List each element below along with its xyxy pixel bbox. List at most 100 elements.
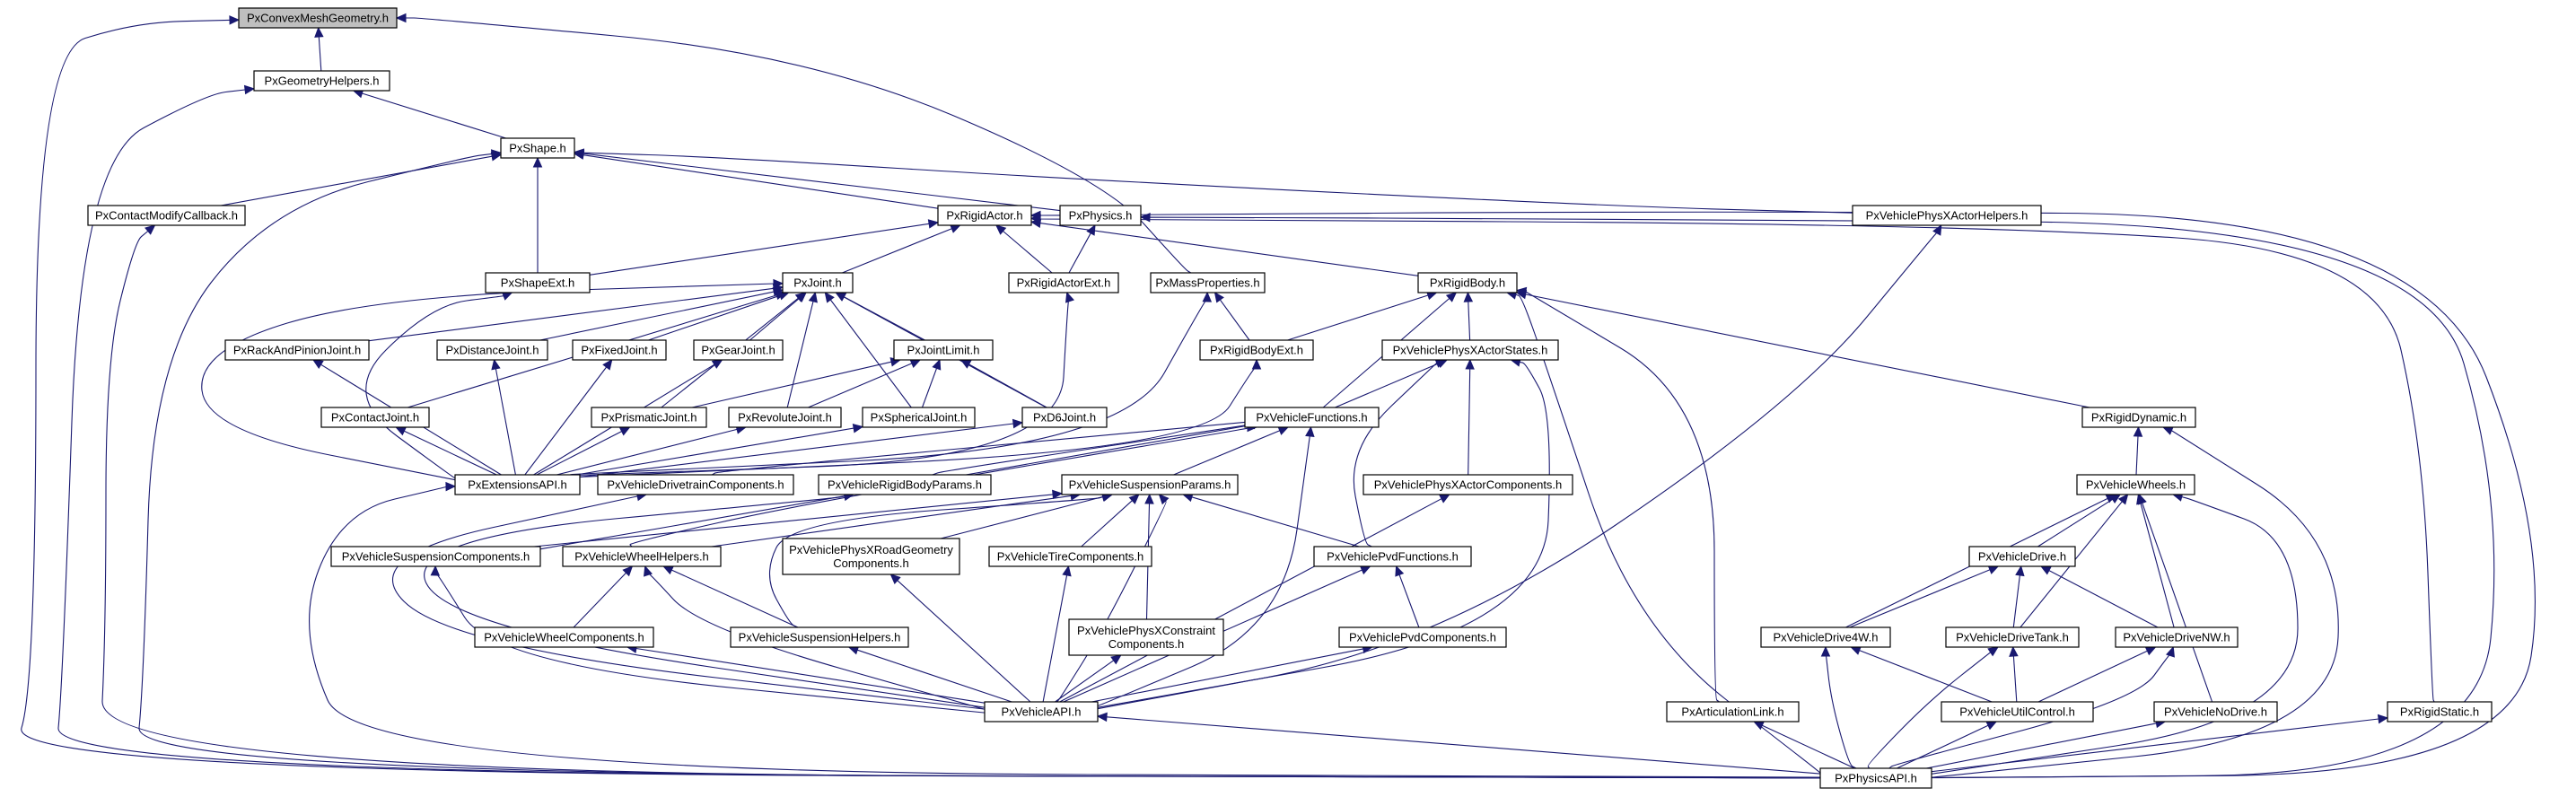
arrowhead	[2015, 565, 2025, 577]
node-revolute[interactable]: PxRevoluteJoint.h	[728, 407, 842, 428]
node-prismatic[interactable]: PxPrismaticJoint.h	[591, 407, 707, 428]
node-vtirecomp[interactable]: PxVehicleTireComponents.h	[988, 546, 1152, 567]
edge-line	[1003, 231, 1053, 274]
node-vwheelcomp[interactable]: PxVehicleWheelComponents.h	[474, 626, 654, 648]
node-rackpinion[interactable]: PxRackAndPinionJoint.h	[224, 339, 370, 361]
node-vwheelhelpers[interactable]: PxVehicleWheelHelpers.h	[562, 546, 722, 567]
node-extensions[interactable]: PxExtensionsAPI.h	[454, 474, 581, 495]
edge-line	[101, 231, 1821, 779]
node-articulation[interactable]: PxArticulationLink.h	[1666, 701, 1800, 723]
node-rigidbody[interactable]: PxRigidBody.h	[1417, 272, 1518, 293]
node-vwheels[interactable]: PxVehicleWheels.h	[2076, 474, 2195, 495]
node-distance[interactable]: PxDistanceJoint.h	[436, 339, 548, 361]
node-rigidbodyext[interactable]: PxRigidBodyExt.h	[1199, 339, 1314, 361]
edge-physicsapi-to-vdrive4w	[1820, 645, 1857, 769]
node-vutilcontrol[interactable]: PxVehicleUtilControl.h	[1941, 701, 2094, 723]
arrowhead	[1251, 358, 1262, 370]
node-fixed[interactable]: PxFixedJoint.h	[572, 339, 667, 361]
arrowhead	[2117, 494, 2129, 505]
node-vdrivetraincomp[interactable]: PxVehicleDrivetrainComponents.h	[597, 474, 794, 495]
arrowhead	[314, 26, 324, 38]
edge-line	[2012, 655, 2018, 703]
edge-line	[1525, 293, 2090, 408]
arrowhead	[573, 148, 584, 158]
node-box	[320, 407, 430, 428]
node-shapeext[interactable]: PxShapeExt.h	[485, 272, 591, 293]
node-vfunctions[interactable]: PxVehicleFunctions.h	[1244, 407, 1380, 428]
node-vsuspparams[interactable]: PxVehicleSuspensionParams.h	[1061, 474, 1239, 495]
node-vdrivetank[interactable]: PxVehicleDriveTank.h	[1945, 626, 2080, 648]
arrowhead	[2133, 425, 2143, 437]
node-vpxactorhelpers[interactable]: PxVehiclePhysXActorHelpers.h	[1852, 205, 2042, 226]
node-d6[interactable]: PxD6Joint.h	[1021, 407, 1108, 428]
arrowhead	[395, 13, 407, 23]
node-shape[interactable]: PxShape.h	[500, 137, 575, 159]
edge-line	[1825, 652, 1857, 769]
node-vdrive4w[interactable]: PxVehicleDrive4W.h	[1760, 626, 1891, 648]
node-vpvdfunctions[interactable]: PxVehiclePvdFunctions.h	[1313, 546, 1472, 567]
node-box	[1068, 618, 1224, 656]
node-vsuspcomp[interactable]: PxVehicleSuspensionComponents.h	[330, 546, 541, 567]
node-geomhelpers[interactable]: PxGeometryHelpers.h	[253, 70, 390, 92]
node-vpxactorstates[interactable]: PxVehiclePhysXActorStates.h	[1381, 339, 1559, 361]
node-physicsapi[interactable]: PxPhysicsAPI.h	[1819, 767, 1932, 789]
node-spherical[interactable]: PxSphericalJoint.h	[862, 407, 976, 428]
edge-shapeext-to-rigidactor	[589, 219, 940, 276]
edge-massprops-to-convexmesh	[395, 13, 1192, 274]
node-vpxactorcomp[interactable]: PxVehiclePhysXActorComponents.h	[1362, 474, 1573, 495]
edge-physicsapi-to-contactmodify	[101, 224, 1821, 779]
node-label: PxPrismaticJoint.h	[601, 411, 697, 425]
edge-vapi-to-vsuspcomp	[430, 565, 985, 714]
node-rigidactorext[interactable]: PxRigidActorExt.h	[1008, 272, 1119, 293]
node-box	[330, 546, 541, 567]
node-vapi[interactable]: PxVehicleAPI.h	[984, 701, 1099, 723]
node-vsusphelpers[interactable]: PxVehicleSuspensionHelpers.h	[730, 626, 909, 648]
edge-physicsapi-to-geomhelpers	[57, 84, 1821, 779]
edge-vutilcontrol-to-vdrive4w	[1850, 645, 1993, 703]
arrowhead	[1850, 645, 1862, 655]
arrowhead	[889, 574, 901, 585]
node-label: PxGearJoint.h	[701, 344, 775, 357]
node-rigidactor[interactable]: PxRigidActor.h	[937, 205, 1032, 226]
node-box	[730, 626, 909, 648]
edge-physicsapi-to-rigidstatic	[1931, 714, 2389, 773]
node-convexmesh[interactable]: PxConvexMeshGeometry.h	[238, 7, 398, 29]
node-vrigidbodyparams[interactable]: PxVehicleRigidBodyParams.h	[818, 474, 992, 495]
node-contactmodify[interactable]: PxContactModifyCallback.h	[87, 205, 246, 226]
node-vnodrive[interactable]: PxVehicleNoDrive.h	[2153, 701, 2278, 723]
node-massprops[interactable]: PxMassProperties.h	[1150, 272, 1266, 293]
edge-line	[1897, 724, 1989, 769]
node-physics[interactable]: PxPhysics.h	[1059, 205, 1142, 226]
edge-line	[2012, 574, 2020, 628]
node-label: PxVehicleWheelHelpers.h	[574, 550, 709, 564]
node-gear[interactable]: PxGearJoint.h	[693, 339, 784, 361]
node-rigiddynamic[interactable]: PxRigidDynamic.h	[2081, 407, 2196, 428]
edge-line	[2140, 503, 2175, 628]
node-vdrivenw[interactable]: PxVehicleDriveNW.h	[2115, 626, 2239, 648]
node-rigidstatic[interactable]: PxRigidStatic.h	[2387, 701, 2493, 723]
edge-line	[1287, 294, 1429, 341]
arrowhead	[1463, 291, 1474, 302]
edge-line	[691, 361, 892, 408]
arrowhead	[824, 292, 835, 303]
edge-extensions-to-d6	[579, 418, 1024, 477]
node-box	[87, 205, 246, 226]
arrowhead	[1820, 645, 1831, 657]
node-joint[interactable]: PxJoint.h	[782, 272, 854, 293]
node-label: PxRigidBody.h	[1430, 276, 1505, 290]
node-contactjoint[interactable]: PxContactJoint.h	[320, 407, 430, 428]
edge-vwheelcomp-to-vwheelhelpers	[573, 565, 634, 628]
edge-line	[1097, 361, 1550, 708]
arrowhead	[2377, 714, 2389, 724]
node-vpvdcomp[interactable]: PxVehiclePvdComponents.h	[1338, 626, 1507, 648]
edge-line	[648, 294, 781, 341]
node-vdrive[interactable]: PxVehicleDrive.h	[1968, 546, 2076, 567]
node-label: PxFixedJoint.h	[581, 344, 657, 357]
edge-line	[21, 19, 1821, 779]
edge-d6-to-jointlimit	[959, 359, 1047, 408]
arrowhead	[2039, 565, 2052, 575]
node-jointlimit[interactable]: PxJointLimit.h	[893, 339, 994, 361]
edge-line	[786, 301, 814, 408]
